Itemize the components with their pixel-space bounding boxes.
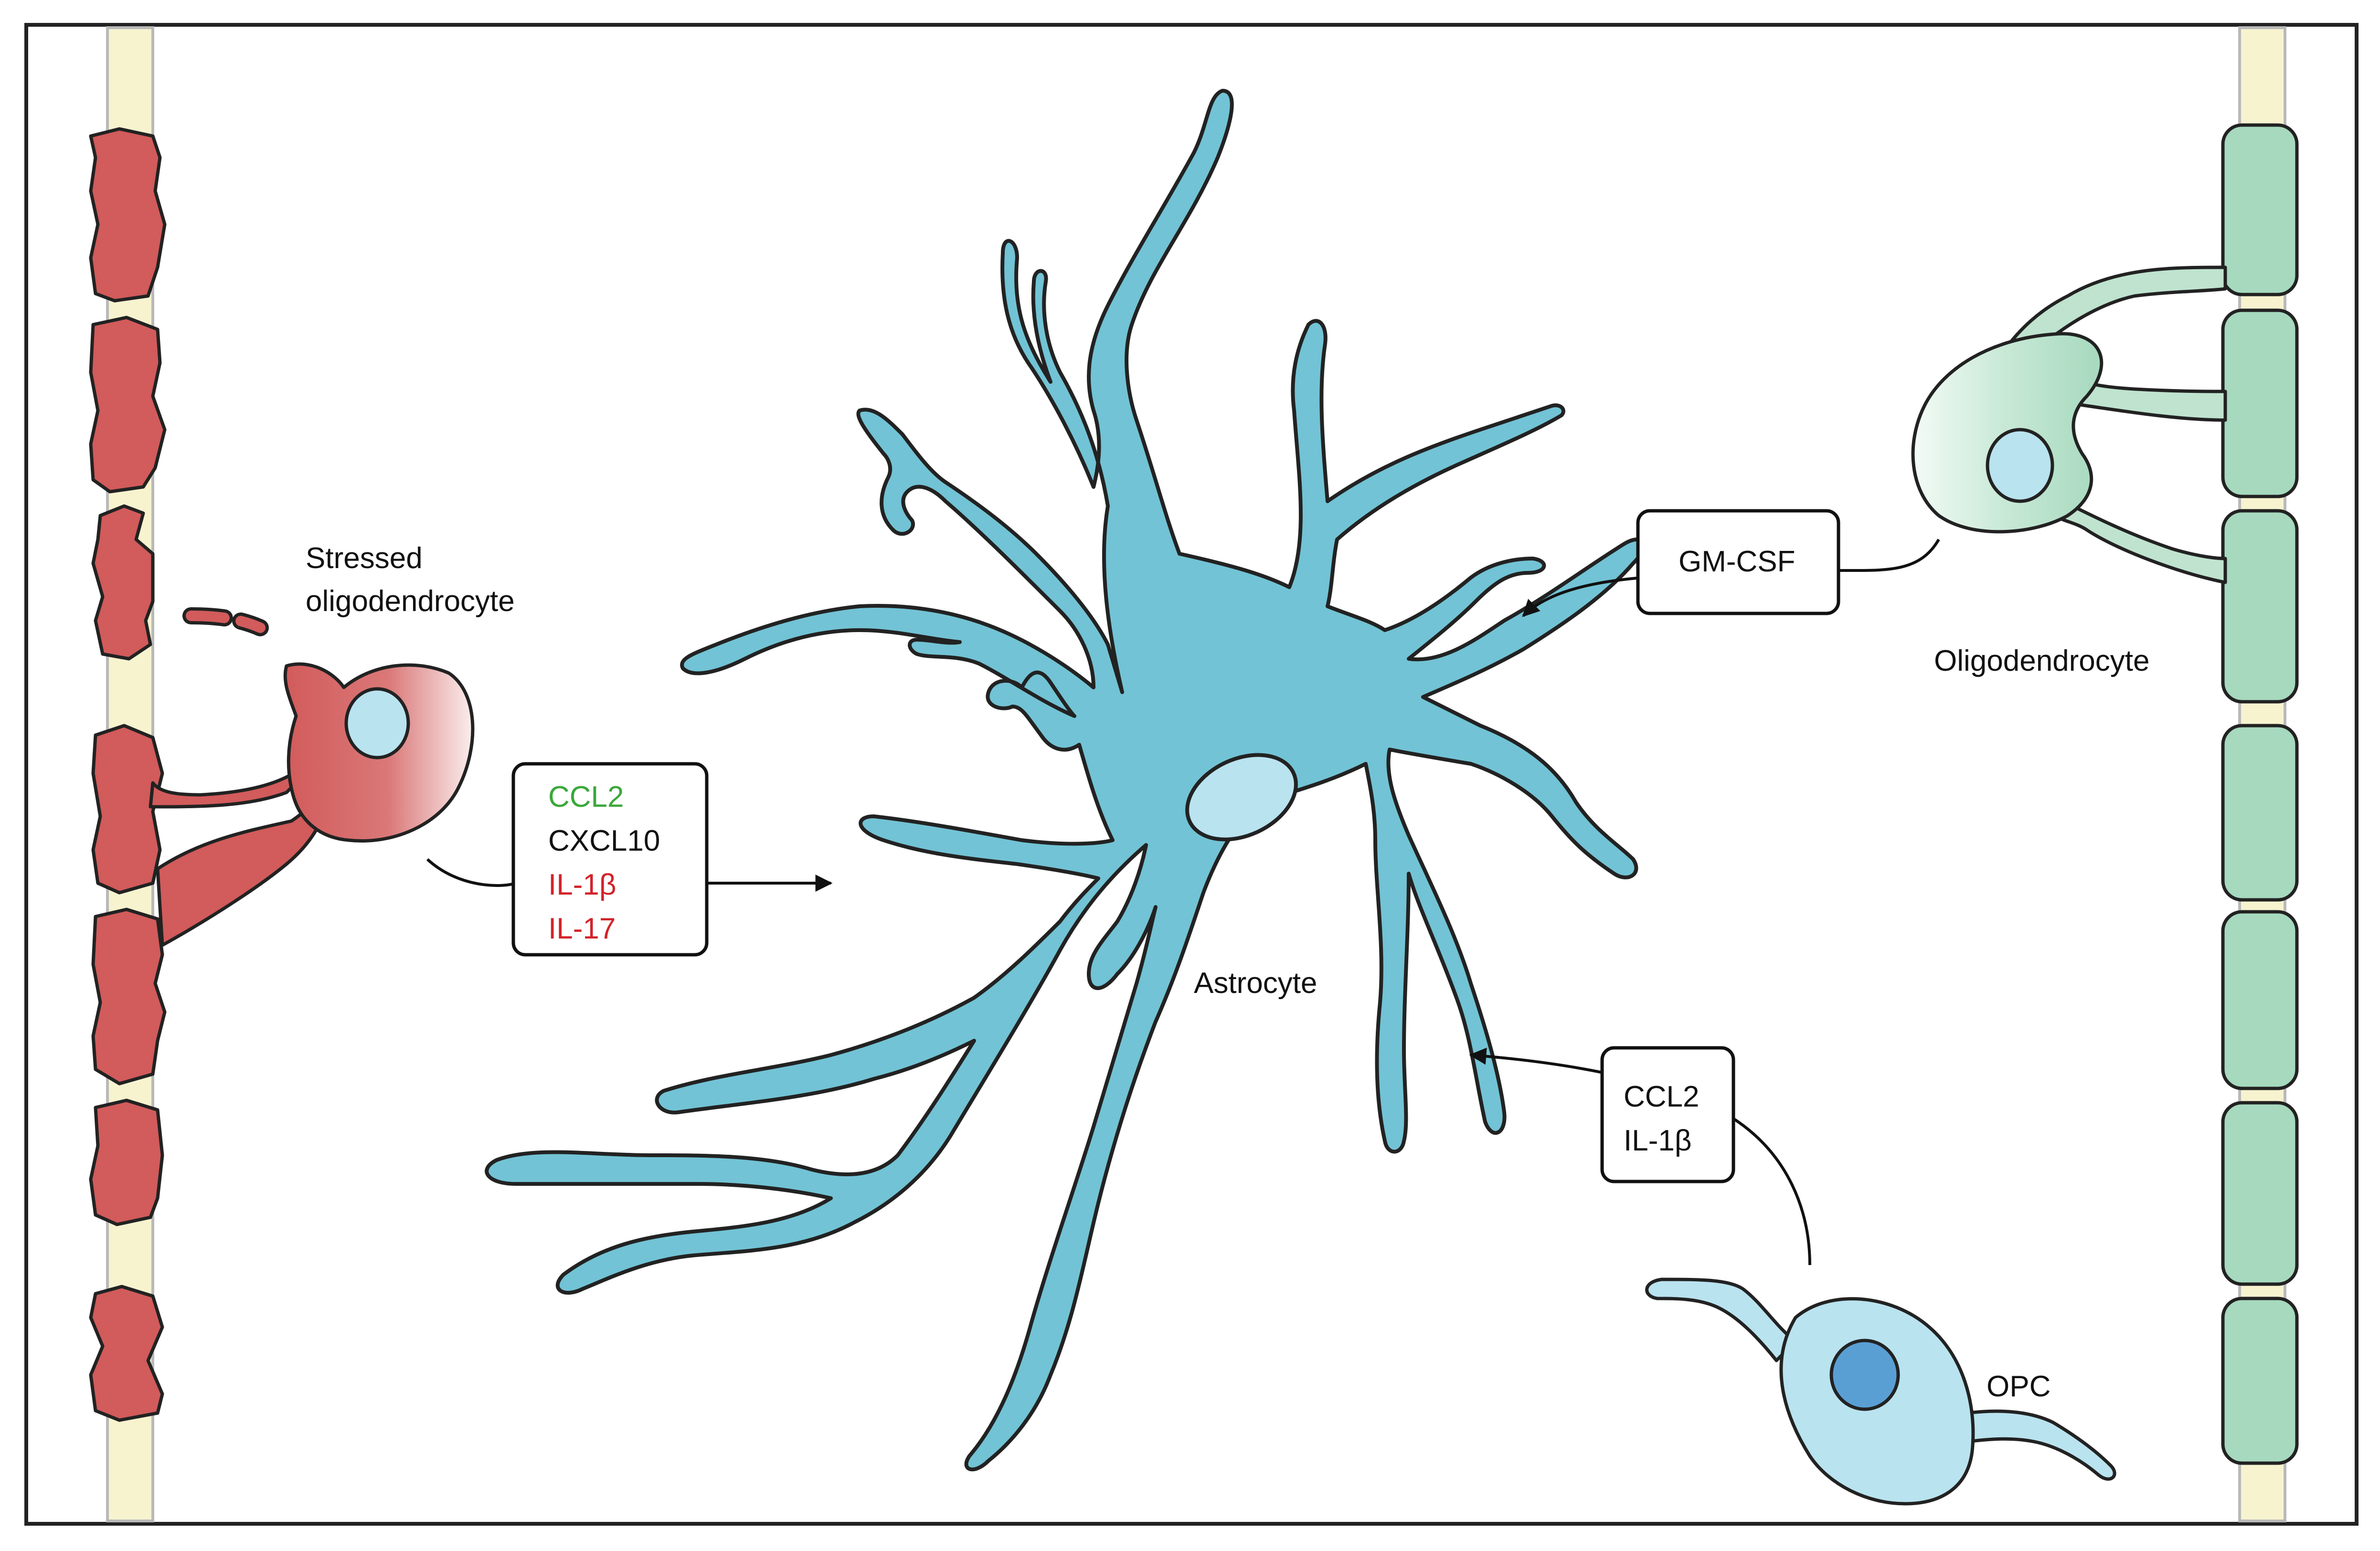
- myelin-segment: [91, 504, 155, 661]
- oligodendrocyte-nucleus: [1986, 428, 2054, 503]
- myelin-segment: [2221, 724, 2299, 902]
- stressed-oligodendrocyte: [149, 607, 475, 947]
- factor-il17: IL-17: [548, 912, 616, 945]
- factor-il1b: IL-1β: [548, 868, 616, 901]
- myelin-segment: [89, 1098, 164, 1226]
- myelin-segment: [89, 1285, 164, 1422]
- factor-opc-il1b: IL-1β: [1624, 1124, 1692, 1157]
- astrocyte-body: [485, 89, 1646, 1471]
- myelin-segment: [2221, 123, 2299, 296]
- stressed-label-line1: Stressed: [306, 542, 423, 575]
- astrocyte-label: Astrocyte: [1194, 967, 1317, 1000]
- astrocyte: [485, 89, 1646, 1471]
- opc-factors-box: CCL2 IL-1β: [1600, 1046, 1735, 1183]
- myelin-segment: [2221, 1101, 2299, 1286]
- myelin-segment: [89, 316, 167, 494]
- oligodendrocyte: [1911, 265, 2227, 584]
- opc-label: OPC: [1987, 1370, 2051, 1403]
- factor-opc-ccl2: CCL2: [1624, 1080, 1700, 1113]
- myelin-segment: [91, 907, 167, 1086]
- stressed-nucleus: [344, 687, 410, 760]
- factor-ccl2: CCL2: [548, 781, 624, 813]
- opc: [1645, 1277, 2116, 1506]
- opc-nucleus: [1829, 1339, 1900, 1411]
- stressed-factors-box: CCL2 CXCL10 IL-1β IL-17: [511, 762, 709, 957]
- astrocyte-nucleus: [1185, 753, 1298, 842]
- gm-csf-box: GM-CSF: [1636, 509, 1840, 615]
- myelin-segment: [2221, 509, 2299, 704]
- stressed-myelin-segments: [89, 127, 167, 1422]
- stressed-label-line2: oligodendrocyte: [306, 585, 515, 618]
- factor-gm-csf: GM-CSF: [1679, 545, 1796, 578]
- myelin-segment: [2221, 308, 2299, 498]
- myelin-segment: [2221, 910, 2299, 1090]
- oligodendrocyte-label: Oligodendrocyte: [1934, 644, 2150, 677]
- healthy-myelin-segments: [2221, 123, 2299, 1465]
- factor-cxcl10: CXCL10: [548, 824, 660, 857]
- myelin-segment: [89, 127, 167, 303]
- myelin-segment: [91, 724, 164, 895]
- myelin-segment: [2221, 1297, 2299, 1465]
